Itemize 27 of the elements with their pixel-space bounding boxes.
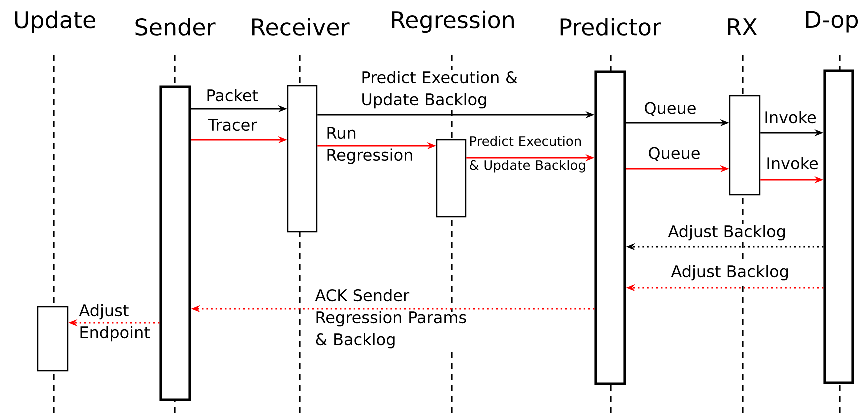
edge-label: Tracer [208, 119, 258, 132]
lifeline-heading: Predictor [558, 17, 662, 37]
edge-label: Queue [649, 147, 700, 162]
activation-bar [824, 70, 854, 384]
lifeline-heading: D-op [803, 10, 860, 34]
edge-label: Adjust Backlog [671, 265, 788, 281]
activation-bar [160, 86, 192, 402]
edge-label: Adjust Endpoint [79, 304, 150, 342]
edge-label: Invoke [768, 157, 818, 170]
edge-label: Run Regression [328, 127, 412, 164]
lifeline-heading: Regression [389, 10, 517, 34]
lifeline-heading: Update [12, 10, 98, 34]
edge-label: Invoke [766, 111, 816, 124]
lifeline-heading: Receiver [249, 17, 351, 37]
activation-bar [287, 85, 318, 233]
edge-label: Packet [208, 89, 258, 102]
activation-bar [729, 95, 761, 196]
lifeline-heading: RX [725, 18, 759, 36]
lifeline-heading: Sender [133, 17, 217, 37]
activation-bar [37, 306, 69, 372]
edge-label: Adjust Backlog [668, 225, 786, 241]
edge-label: Predict Execution & Update Backlog [470, 136, 586, 173]
activation-bar [436, 139, 467, 218]
edge-label: Queue [645, 102, 696, 116]
edge-label: ACK Sender Regression Params & Backlog [315, 289, 466, 349]
edge-label: Predict Execution & Update Backlog [362, 71, 518, 109]
activation-bar [594, 70, 626, 386]
